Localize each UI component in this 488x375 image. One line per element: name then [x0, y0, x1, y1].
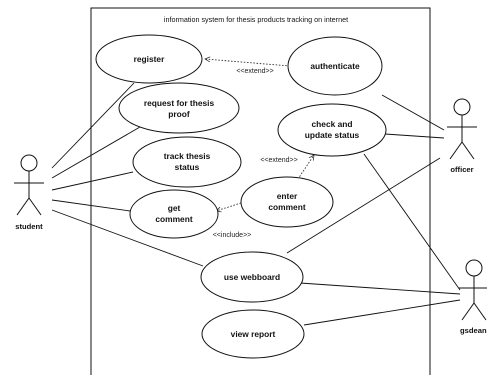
actor-student	[14, 154, 44, 216]
use-case-enter-comment	[240, 176, 334, 228]
assoc-student-track-status	[51, 171, 134, 191]
use-case-track-status	[132, 136, 242, 188]
actor-gsdean-head	[465, 259, 483, 277]
assoc-officer-use-webboard	[286, 157, 441, 254]
actor-student-label: student	[15, 222, 43, 231]
use-case-request-proof	[118, 82, 240, 134]
actor-student-head	[20, 154, 38, 172]
use-case-get-comment	[129, 189, 219, 239]
include-enter-comment-get-comment	[216, 202, 242, 211]
assoc-officer-authenticate	[381, 94, 445, 131]
assoc-student-request-proof	[51, 126, 141, 179]
use-case-view-report-label: view report	[231, 329, 276, 339]
extend-authenticate-register	[205, 59, 291, 67]
actor-gsdean	[459, 259, 487, 321]
use-case-enter-comment-label-2: comment	[268, 202, 305, 212]
use-case-view-report	[201, 309, 305, 359]
system-title: information system for thesis products t…	[164, 15, 348, 24]
extend-label-2: <<extend>>	[260, 157, 297, 164]
use-case-get-comment-label-1: get	[168, 203, 181, 213]
assoc-gsdean-view-report	[303, 299, 461, 326]
use-case-check-update-label-1: check and	[312, 119, 353, 129]
actor-gsdean-label: gsdean	[460, 326, 487, 335]
assoc-gsdean-use-webboard	[299, 282, 461, 295]
use-case-check-update	[277, 103, 387, 157]
extend-enter-comment-check-update	[295, 155, 314, 183]
extend-label-1: <<extend>>	[236, 68, 273, 75]
actor-officer-label: officer	[450, 165, 473, 174]
assoc-student-use-webboard	[51, 209, 204, 267]
actor-officer	[447, 98, 477, 160]
use-case-request-proof-label-1: request for thesis	[144, 98, 215, 108]
assoc-student-get-comment	[51, 199, 131, 212]
use-case-register	[95, 34, 203, 84]
use-case-check-update-label-2: update status	[305, 130, 360, 140]
use-case-use-webboard-label: use webboard	[224, 272, 280, 282]
include-label: <<include>>	[213, 232, 252, 239]
use-case-use-webboard	[200, 251, 304, 303]
use-case-request-proof-label-2: proof	[168, 109, 190, 119]
assoc-student-register	[51, 82, 135, 169]
use-case-authenticate-label: authenticate	[310, 61, 360, 71]
actor-officer-head	[453, 98, 471, 116]
use-case-register-label: register	[134, 54, 165, 64]
use-case-track-status-label-1: track thesis	[164, 151, 211, 161]
use-case-get-comment-label-2: comment	[155, 214, 192, 224]
assoc-officer-check-update	[384, 133, 445, 139]
use-case-enter-comment-label-1: enter	[277, 191, 298, 201]
use-case-track-status-label-2: status	[175, 162, 200, 172]
use-case-authenticate	[287, 36, 383, 96]
assoc-gsdean-check-update	[363, 153, 461, 291]
